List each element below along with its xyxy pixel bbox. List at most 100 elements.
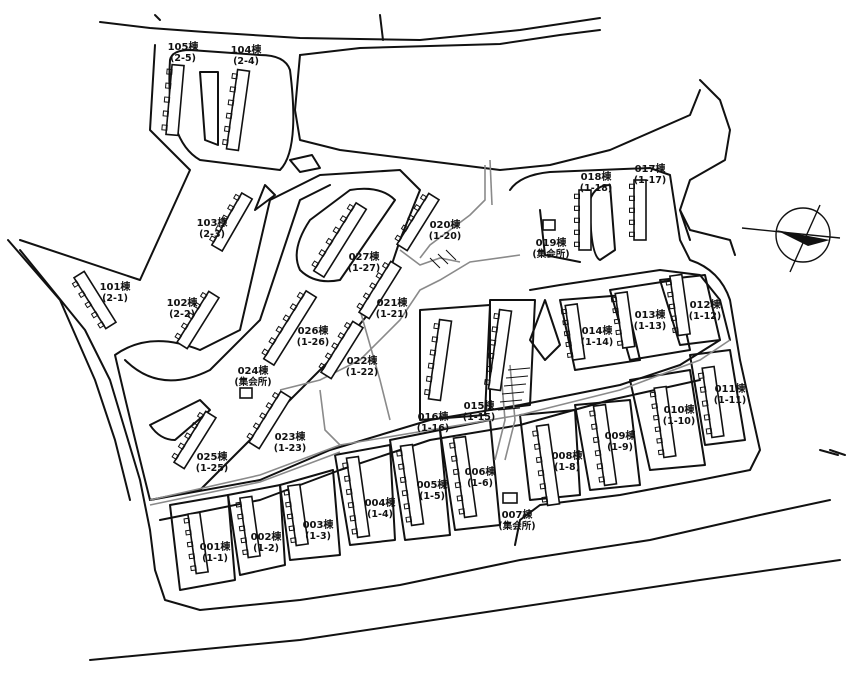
building-code-023: (1-23) xyxy=(274,443,306,454)
building-code-020: (1-20) xyxy=(429,231,461,242)
building-code-015: (1-15) xyxy=(463,412,495,423)
building-014 xyxy=(560,303,586,361)
building-label-008: 008棟 xyxy=(552,449,584,462)
buildings xyxy=(71,63,725,575)
building-label-004: 004棟 xyxy=(365,496,397,509)
building-016 xyxy=(424,318,453,402)
building-code-018: (1-18) xyxy=(580,183,612,194)
building-code-014: (1-14) xyxy=(581,337,613,348)
building-code-004: (1-4) xyxy=(367,509,393,520)
building-020 xyxy=(394,192,441,252)
building-code-017: (1-17) xyxy=(634,175,666,186)
building-label-010: 010棟 xyxy=(664,403,696,416)
building-code-010: (1-10) xyxy=(663,416,695,427)
building-105 xyxy=(161,63,185,137)
building-012 xyxy=(665,273,692,337)
building-code-026: (1-26) xyxy=(297,337,329,348)
building-code-021: (1-21) xyxy=(376,309,408,320)
building-label-002: 002棟 xyxy=(251,530,283,543)
meeting-hall-024-marker xyxy=(239,387,253,399)
building-label-021: 021棟 xyxy=(377,296,409,309)
building-011 xyxy=(697,365,725,439)
road-network xyxy=(7,14,846,661)
building-015 xyxy=(484,308,513,392)
building-code-016: (1-16) xyxy=(417,423,449,434)
building-label-101: 101棟 xyxy=(100,280,132,293)
building-label-001: 001棟 xyxy=(200,540,232,553)
building-103 xyxy=(209,191,254,253)
building-005 xyxy=(396,443,425,527)
building-025 xyxy=(171,410,218,470)
building-018 xyxy=(574,189,592,251)
building-label-025: 025棟 xyxy=(197,450,229,463)
building-code-024: (集会所) xyxy=(234,376,271,388)
building-label-012: 012棟 xyxy=(690,298,722,311)
building-code-006: (1-6) xyxy=(467,478,493,489)
building-label-020: 020棟 xyxy=(430,218,462,231)
building-026 xyxy=(261,289,318,367)
building-code-012: (1-12) xyxy=(689,311,721,322)
building-label-022: 022棟 xyxy=(347,354,379,367)
building-label-006: 006棟 xyxy=(465,465,497,478)
building-102 xyxy=(174,290,221,350)
building-label-016: 016棟 xyxy=(418,410,450,423)
building-label-104: 104棟 xyxy=(231,43,263,56)
building-label-007: 007棟 xyxy=(502,508,534,521)
building-code-005: (1-5) xyxy=(419,491,445,502)
building-code-001: (1-1) xyxy=(202,553,228,564)
building-code-019: (集会所) xyxy=(532,248,569,260)
building-023 xyxy=(246,390,293,450)
building-label-017: 017棟 xyxy=(635,162,667,175)
building-label-105: 105棟 xyxy=(168,40,200,53)
building-code-103: (2-3) xyxy=(199,229,225,240)
building-label-102: 102棟 xyxy=(167,296,199,309)
building-label-026: 026棟 xyxy=(298,324,330,337)
building-008 xyxy=(532,423,561,507)
building-label-003: 003棟 xyxy=(303,518,335,531)
building-label-027: 027棟 xyxy=(349,250,381,263)
building-label-024: 024棟 xyxy=(238,364,270,377)
building-code-007: (集会所) xyxy=(498,520,535,532)
building-001 xyxy=(183,511,210,575)
building-labels: 001棟(1-1) 002棟(1-2) 003棟(1-3) 004棟(1-4) 005棟… xyxy=(100,40,747,564)
building-code-025: (1-25) xyxy=(196,463,228,474)
meeting-hall-007-marker xyxy=(502,492,518,504)
building-004 xyxy=(342,455,371,539)
building-code-105: (2-5) xyxy=(170,53,196,64)
building-code-102: (2-2) xyxy=(169,309,195,320)
building-010 xyxy=(649,385,677,459)
building-013 xyxy=(610,291,636,349)
building-label-023: 023棟 xyxy=(275,430,307,443)
building-code-002: (1-2) xyxy=(253,543,279,554)
stairs xyxy=(429,249,531,411)
building-label-009: 009棟 xyxy=(605,429,637,442)
building-code-009: (1-9) xyxy=(607,442,633,453)
building-label-018: 018棟 xyxy=(581,170,613,183)
building-label-015: 015棟 xyxy=(464,399,496,412)
building-003 xyxy=(283,483,310,547)
building-code-101: (2-1) xyxy=(102,293,128,304)
building-009 xyxy=(589,403,618,487)
building-code-003: (1-3) xyxy=(305,531,331,542)
building-code-008: (1-8) xyxy=(554,462,580,473)
building-code-027: (1-27) xyxy=(348,263,380,274)
building-017 xyxy=(629,179,647,241)
building-code-022: (1-22) xyxy=(346,367,378,378)
building-code-104: (2-4) xyxy=(233,56,259,67)
building-027 xyxy=(311,201,368,279)
building-021 xyxy=(356,260,403,320)
building-label-103: 103棟 xyxy=(197,216,229,229)
meeting-hall-019-marker xyxy=(542,219,556,231)
building-label-011: 011棟 xyxy=(715,382,747,395)
compass-icon xyxy=(741,204,841,273)
building-002 xyxy=(235,495,262,559)
building-label-019: 019棟 xyxy=(536,236,568,249)
building-006 xyxy=(449,435,478,519)
building-101 xyxy=(71,270,118,330)
building-label-013: 013棟 xyxy=(635,308,667,321)
building-label-014: 014棟 xyxy=(582,324,614,337)
building-code-013: (1-13) xyxy=(634,321,666,332)
building-label-005: 005棟 xyxy=(417,478,449,491)
building-code-011: (1-11) xyxy=(714,395,746,406)
